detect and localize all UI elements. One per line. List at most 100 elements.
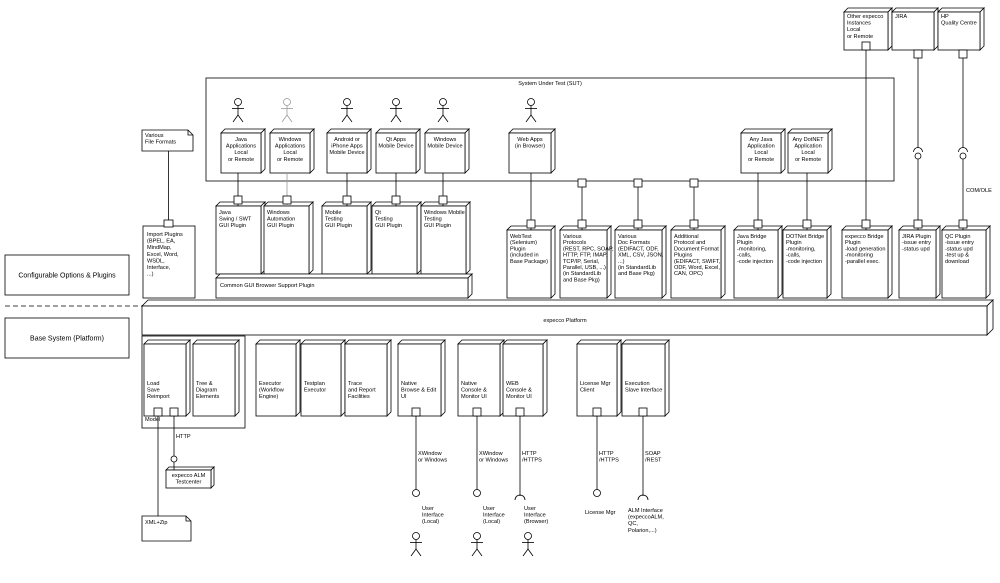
jira-port: [913, 49, 923, 59]
license-client-port: [592, 407, 602, 417]
expeccobridge-port: [861, 219, 871, 229]
actor-icon: [522, 532, 534, 557]
alm-interface-socket: [637, 494, 649, 501]
sut-app-label: Web Apps(in Browser): [515, 137, 545, 150]
svg-text:Import Plugins(BPEL, EA,MindMa: Import Plugins(BPEL, EA,MindMap,Excel, W…: [147, 232, 183, 278]
base-system-label: Base System (Platform): [30, 336, 104, 343]
ui-local-1-lollipop: [412, 489, 420, 497]
plugin-port-protocols: [577, 219, 587, 229]
web-port: [526, 219, 536, 229]
jira-socket: [913, 147, 923, 153]
common-gui-label: Common GUI Browser Support Plugin: [220, 283, 315, 289]
actor-icon: [341, 98, 353, 123]
dotnetbridge-port: [802, 219, 812, 229]
plugin-jiraplugin: JIRA Plugin-issue entry-status upd: [898, 225, 941, 299]
gui-port: [282, 195, 292, 205]
web-console-port: [515, 407, 525, 417]
plugin-port-additional: [689, 219, 699, 229]
alm-testcenter-lollipop: [170, 455, 178, 463]
actor-icon: [410, 532, 422, 557]
hp-port: [958, 49, 968, 59]
import-plugins-box: Import Plugins(BPEL, EA,MindMap,Excel, W…: [142, 219, 196, 299]
exec-slave-port: [638, 407, 648, 417]
load-save-port: [169, 407, 179, 417]
sut-port-additional: [689, 178, 699, 188]
plugin-label: JIRA Plugin-issue entry-status upd: [902, 234, 931, 252]
actor-icon: [471, 532, 483, 557]
common-gui-plugin: Common GUI Browser Support Plugin: [215, 273, 473, 299]
xml-zip-note: [141, 515, 192, 542]
connector-https-lic: HTTP/HTTPS: [599, 451, 619, 464]
native-browse-port: [411, 407, 421, 417]
license-mgr-lollipop: [593, 489, 601, 497]
gui-port: [438, 195, 448, 205]
alm-testcenter-box: [165, 466, 215, 489]
qcplugin-port: [958, 219, 968, 229]
com-ole-label: COM/OLE: [966, 188, 992, 194]
sut-port-docformats: [633, 178, 643, 188]
actor-icon: [281, 98, 293, 123]
plugin-qcplugin: QC Plugin-issue entry-status upd-test up…: [941, 225, 991, 299]
expecco-platform-bar: expecco Platform: [141, 299, 994, 336]
platform-label: expecco Platform: [543, 318, 587, 324]
actor-icon: [437, 98, 449, 123]
alm-interface-label: ALM Interface(expeccoALM,QC,Polarion,...…: [628, 508, 664, 534]
configurable-label-box: Configurable Options & Plugins: [4, 254, 130, 296]
sut-port-protocols: [577, 178, 587, 188]
license-mgr-label: License Mgr: [585, 510, 616, 516]
